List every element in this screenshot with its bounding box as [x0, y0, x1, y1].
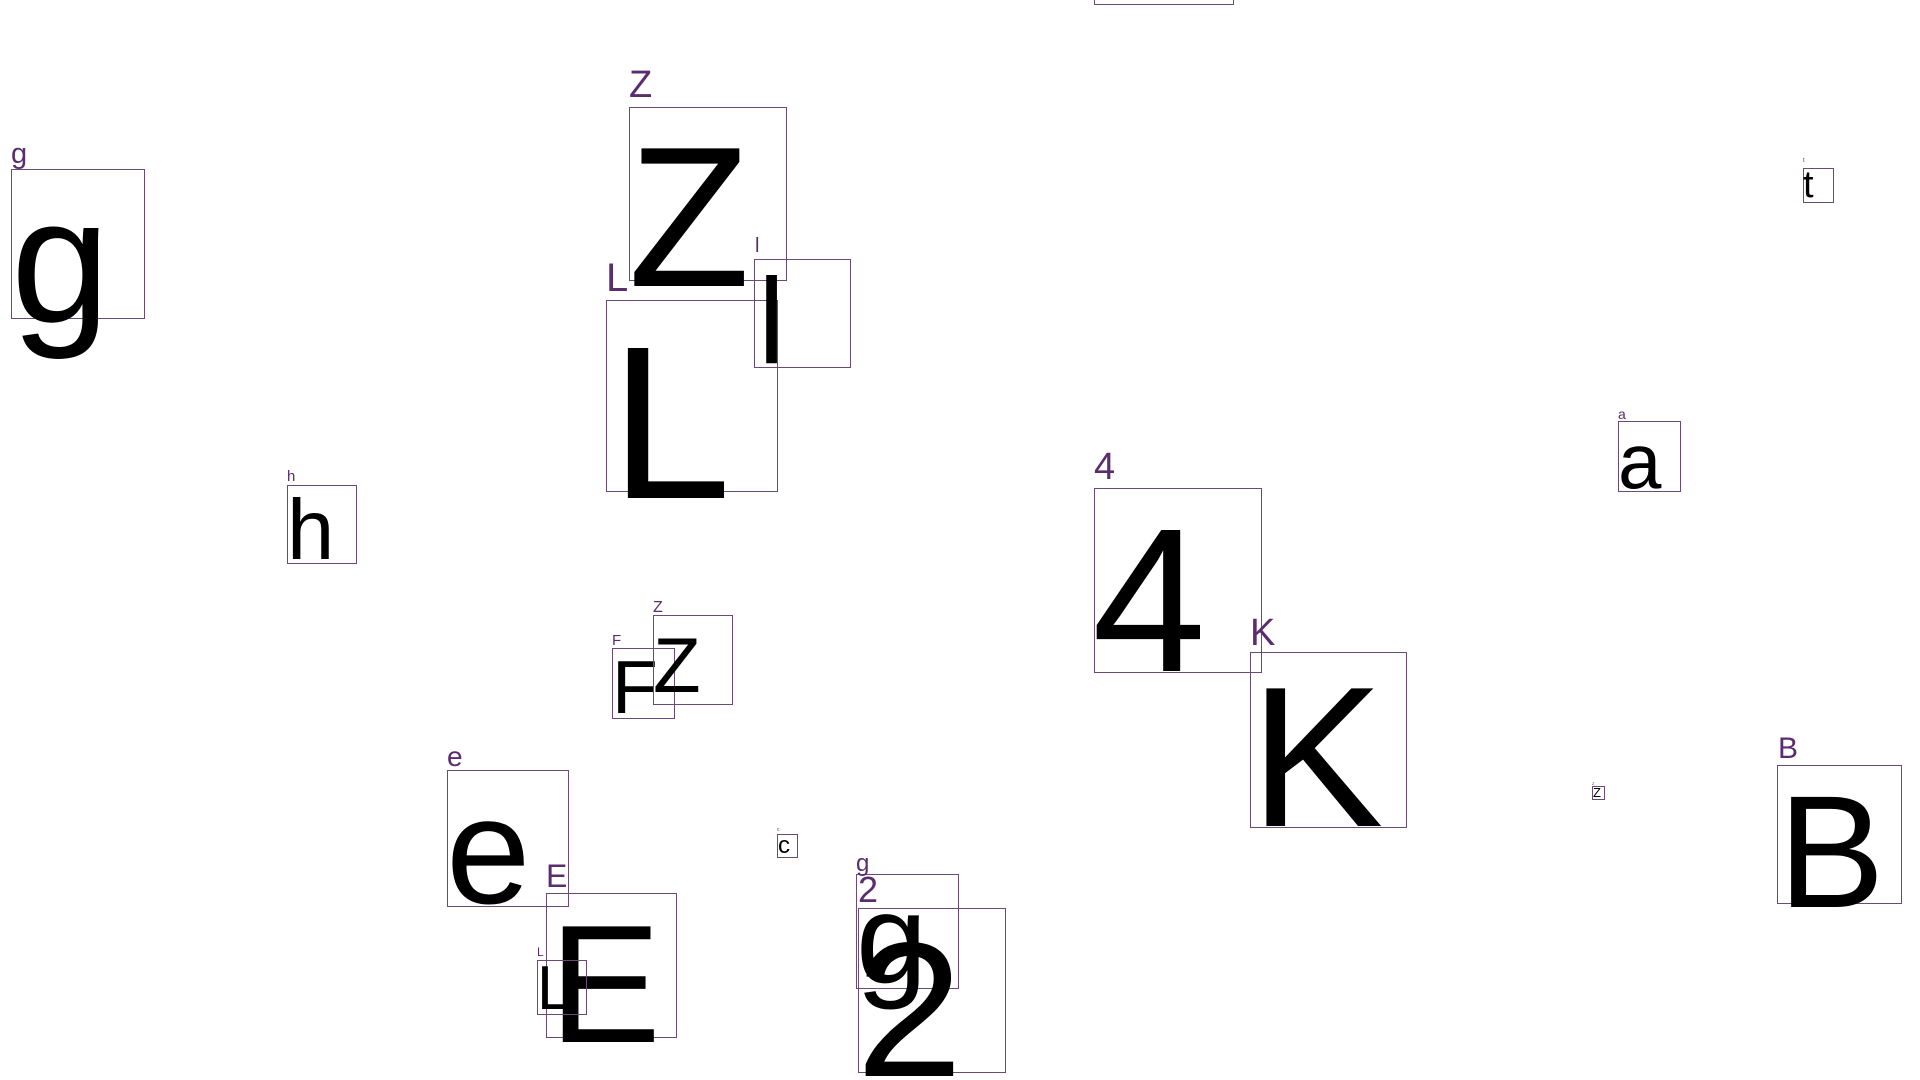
bounding-box-l	[754, 259, 851, 368]
glyph-l: l	[758, 253, 786, 389]
glyph-L-small: L	[537, 954, 572, 1023]
glyph-g: g	[11, 161, 110, 360]
bounding-box-h	[287, 485, 357, 564]
bounding-box-a	[1618, 421, 1681, 492]
bounding-box-4	[1094, 488, 1262, 673]
glyph-c: c	[778, 832, 790, 859]
glyph-h: h	[287, 483, 335, 578]
glyph-K: K	[1250, 646, 1384, 869]
label-t: t	[1803, 158, 1805, 164]
bounding-box-Z-small	[653, 615, 733, 705]
bounding-box-B	[1777, 765, 1902, 904]
label-l: l	[755, 235, 760, 257]
glyph-B: B	[1778, 762, 1885, 941]
label-4: 4	[1094, 446, 1116, 488]
label-Z: Z	[629, 64, 653, 106]
label-a: a	[1618, 406, 1626, 422]
bounding-box-L-small	[537, 960, 587, 1015]
glyph-t: t	[1803, 164, 1814, 206]
label-g: g	[11, 138, 28, 170]
glyph-Z: Z	[628, 106, 751, 329]
label-Z-tiny: Z	[1592, 781, 1595, 786]
glyph-L: L	[610, 302, 732, 545]
glyph-4: 4	[1092, 486, 1207, 715]
label-h: h	[287, 468, 296, 485]
label-g-small: g	[856, 850, 870, 877]
bounding-box-g	[11, 169, 145, 319]
bounding-box-Z-tiny	[1592, 786, 1605, 800]
label-L-small: L	[537, 945, 544, 959]
bounding-box-e	[447, 770, 569, 907]
label-E: E	[546, 858, 568, 894]
bounding-box-t	[1803, 168, 1834, 203]
glyph-E: E	[549, 890, 662, 1078]
bounding-box-L	[606, 300, 778, 492]
partial-box-top	[1094, 0, 1234, 5]
label-F: F	[612, 632, 622, 649]
glyph-g-small: g	[856, 868, 928, 1011]
label-2: 2	[858, 869, 879, 910]
label-K: K	[1250, 612, 1276, 654]
bounding-box-2	[858, 908, 1006, 1073]
glyph-Z-tiny: Z	[1593, 785, 1601, 800]
label-B: B	[1778, 732, 1799, 765]
bounding-box-K	[1250, 652, 1407, 828]
label-c: c	[777, 827, 780, 833]
label-Z-small: Z	[653, 599, 663, 616]
label-e: e	[447, 741, 463, 772]
bounding-box-Z	[629, 107, 787, 281]
bounding-box-c	[777, 834, 798, 858]
glyph-a: a	[1618, 417, 1662, 505]
bounding-box-E	[546, 893, 677, 1038]
bounding-box-g-small	[856, 874, 959, 989]
glyph-2: 2	[856, 902, 963, 1080]
glyph-F: F	[612, 645, 658, 729]
glyph-e: e	[446, 766, 531, 936]
bounding-box-F	[612, 648, 675, 719]
label-L: L	[606, 256, 629, 300]
glyph-Z-small: Z	[653, 621, 701, 709]
